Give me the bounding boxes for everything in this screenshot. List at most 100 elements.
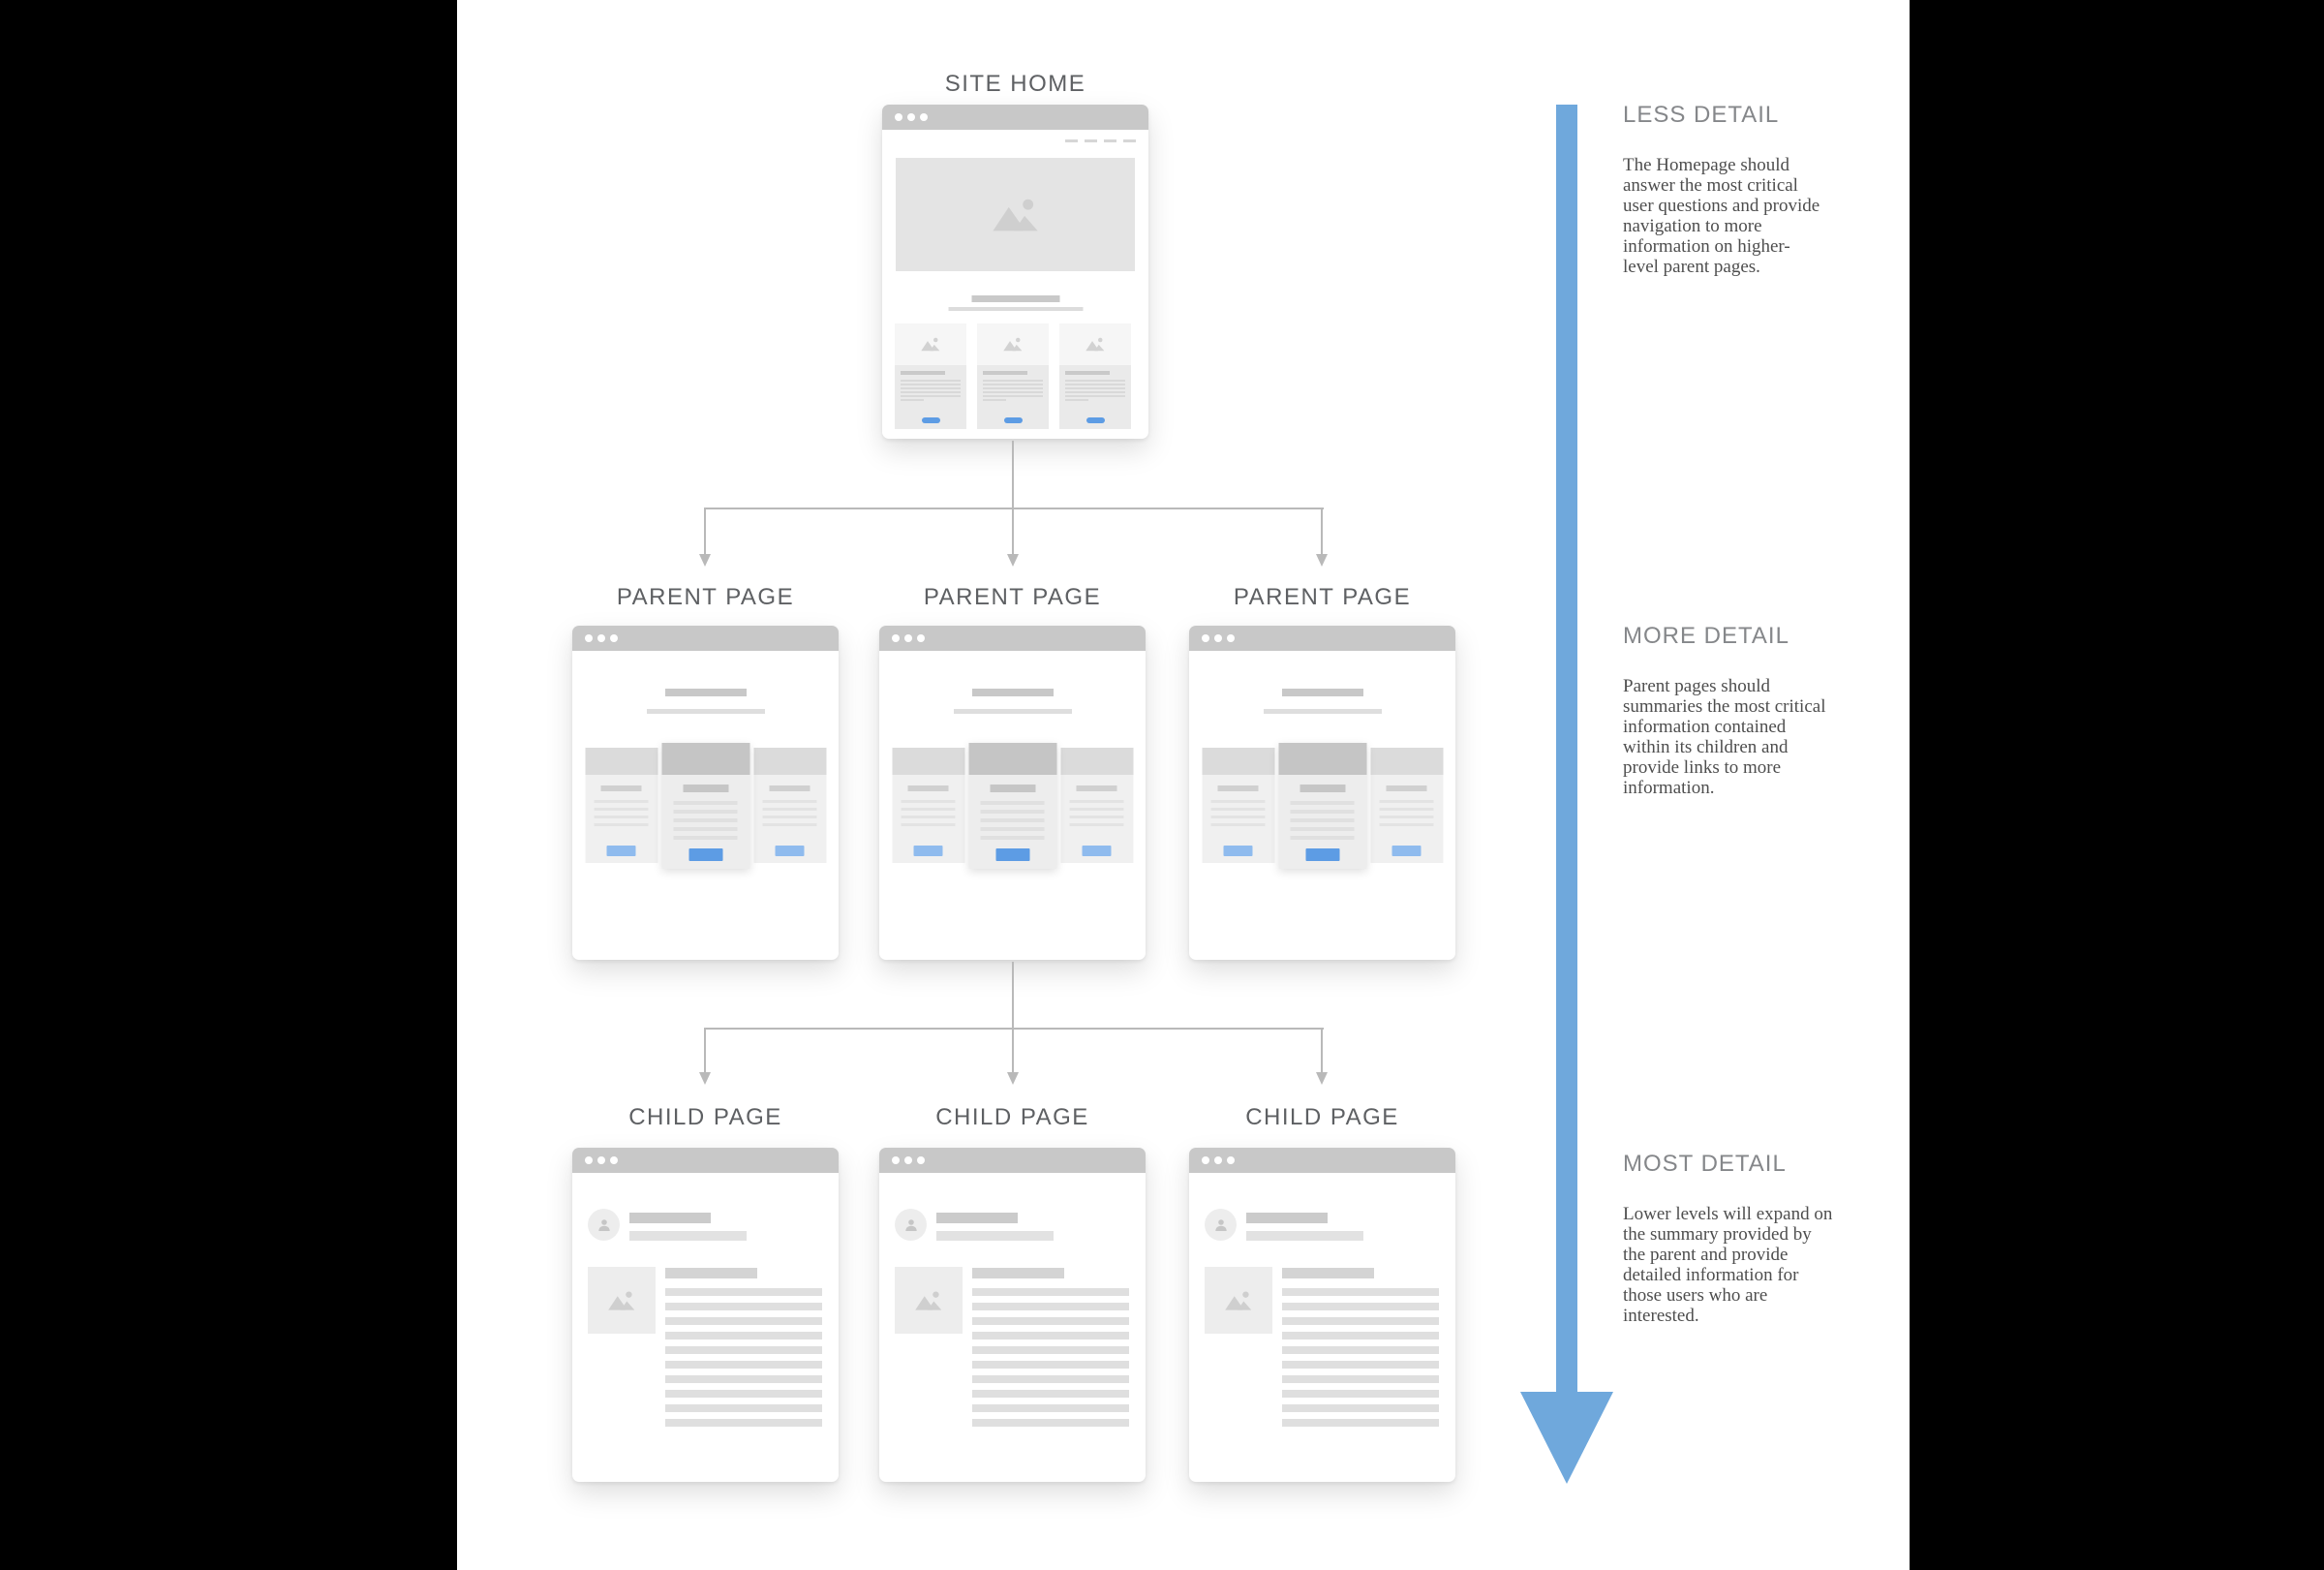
window-control-dot <box>597 1156 605 1164</box>
article-text-lines <box>665 1288 822 1427</box>
child-page-browser <box>1189 1148 1455 1482</box>
article-text-line <box>1282 1361 1439 1369</box>
card-text-line <box>901 399 924 401</box>
article-text-line <box>665 1404 822 1412</box>
article-text-line <box>665 1317 822 1325</box>
browser-chrome <box>882 105 1148 130</box>
window-control-dot <box>610 1156 618 1164</box>
panel-text-line <box>1210 823 1266 826</box>
panel-cta-button-placeholder <box>913 846 943 856</box>
article-text-line <box>1282 1390 1439 1398</box>
panel-text-line <box>594 800 649 803</box>
panel-header-band <box>1370 748 1443 775</box>
parent-page-title: PARENT PAGE <box>616 584 795 610</box>
window-control-dot <box>892 1156 900 1164</box>
panel-cta-button-placeholder <box>606 846 636 856</box>
nav-dash <box>1104 139 1116 142</box>
article-text-line <box>1282 1404 1439 1412</box>
parent-page-browser <box>1189 626 1455 960</box>
parent-page-browser <box>572 626 839 960</box>
card-text-line <box>1065 391 1125 393</box>
annotation-section-more-detail: MORE DETAIL Parent pages should summarie… <box>1623 620 1894 798</box>
nav-dash <box>1085 139 1097 142</box>
article-text-line <box>665 1390 822 1398</box>
card-cta-button-placeholder <box>1003 417 1023 423</box>
section-body: Lower levels will expand on the summary … <box>1623 1204 1833 1326</box>
connector-drop <box>1321 508 1323 556</box>
article-text-line <box>972 1317 1129 1325</box>
diagram-canvas: SITE HOME <box>457 0 1910 1570</box>
article-text-line <box>665 1419 822 1427</box>
article-text-line <box>1282 1419 1439 1427</box>
author-subtitle-line <box>936 1231 1054 1241</box>
panel-text-line <box>1290 801 1355 805</box>
article-text-line <box>972 1288 1129 1296</box>
connector-arrowhead-icon <box>699 554 711 567</box>
card-text-line <box>1065 399 1088 401</box>
card-image-placeholder <box>977 323 1049 365</box>
heading-line-placeholder <box>971 295 1059 302</box>
annotation-section-most-detail: MOST DETAIL Lower levels will expand on … <box>1623 1148 1894 1326</box>
detail-arrow-shaft <box>1556 105 1577 1393</box>
panel-header-band <box>753 748 826 775</box>
summary-panels <box>1202 743 1443 869</box>
panel-text-line <box>1379 823 1434 826</box>
mountain-image-icon <box>1086 337 1105 352</box>
panel-text-line <box>673 810 738 814</box>
mountain-image-icon <box>608 1290 635 1310</box>
summary-panel-right <box>1060 748 1133 863</box>
subheading-line-placeholder <box>646 709 765 714</box>
panel-text-line <box>1290 836 1355 840</box>
panel-text-lines <box>968 801 1056 840</box>
card-text-line <box>983 380 1043 382</box>
panel-text-line <box>1069 816 1124 818</box>
panel-text-line <box>980 810 1045 814</box>
window-control-dot <box>610 634 618 642</box>
person-avatar-icon <box>1214 1218 1227 1231</box>
panel-text-line <box>594 823 649 826</box>
article-image-placeholder <box>895 1267 963 1334</box>
child-page-browser <box>572 1148 839 1482</box>
summary-panels <box>892 743 1133 869</box>
panel-text-line <box>762 816 817 818</box>
panel-header-band <box>585 748 657 775</box>
panel-text-line <box>1210 808 1266 811</box>
panel-text-line <box>901 816 956 818</box>
panel-text-line <box>1290 810 1355 814</box>
browser-chrome <box>879 1148 1146 1173</box>
panel-text-line <box>901 800 956 803</box>
panel-text-line <box>1069 808 1124 811</box>
browser-chrome <box>1189 1148 1455 1173</box>
window-control-dot <box>920 113 928 121</box>
panel-text-lines <box>1278 801 1366 840</box>
panel-cta-button-placeholder <box>1223 846 1253 856</box>
window-control-dot <box>917 634 925 642</box>
panel-text-line <box>594 816 649 818</box>
connector-stub-parent <box>1012 962 1014 1030</box>
author-name-line <box>629 1213 711 1223</box>
card-text-line <box>901 395 961 397</box>
subheading-line-placeholder <box>1263 709 1382 714</box>
mountain-image-icon <box>1003 337 1023 352</box>
mountain-image-icon <box>915 1290 942 1310</box>
card-text-line <box>1065 395 1125 397</box>
connector-drop <box>704 508 706 556</box>
site-home-title: SITE HOME <box>944 71 1086 97</box>
panel-cta-button-placeholder <box>1391 846 1422 856</box>
panel-text-line <box>673 801 738 805</box>
article-text-line <box>972 1419 1129 1427</box>
panel-cta-button-placeholder <box>775 846 805 856</box>
panel-text-line <box>1379 816 1434 818</box>
panel-text-line <box>673 827 738 831</box>
parent-page-browser <box>879 626 1146 960</box>
child-page-title: CHILD PAGE <box>1245 1104 1399 1130</box>
panel-title-line <box>600 785 642 791</box>
card-cta-button-placeholder <box>921 417 940 423</box>
panel-cta-button-placeholder <box>688 848 722 861</box>
connector-drop <box>704 1028 706 1074</box>
article-text-line <box>1282 1332 1439 1339</box>
panel-text-line <box>594 808 649 811</box>
card-text-line <box>983 384 1043 385</box>
window-control-dot <box>1214 1156 1222 1164</box>
panel-header-band <box>1278 743 1366 775</box>
